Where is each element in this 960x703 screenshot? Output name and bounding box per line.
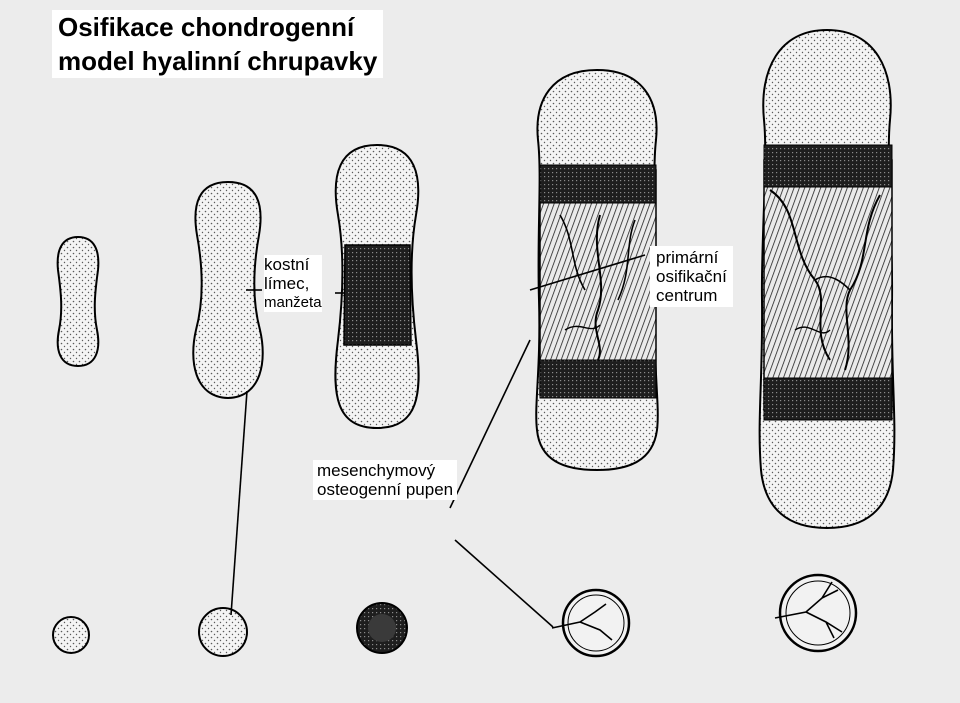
cartilage-model-with-bone-collar [334,143,420,430]
label-primary-centre: primární osifikační centrum [650,246,733,307]
cartilage-model-stage-1 [56,235,100,368]
label-bone-collar: kostní límec, manžeta [264,255,322,312]
label-primary-centre-line-2: osifikační [656,267,727,286]
advanced-ossification-stage [758,28,896,530]
cross-section-bone-collar [356,602,408,654]
label-primary-centre-line-1: primární [656,248,719,267]
diagram-title: Osifikace chondrogenní model hyalinní ch… [52,10,384,78]
cross-section-advanced [774,573,858,653]
label-mesenchymal-bud: mesenchymový osteogenní pupen [313,460,458,500]
cross-section-stage-2 [198,607,248,657]
title-line-2: model hyalinní chrupavky [58,46,378,76]
cross-section-stage-1 [52,616,90,654]
label-mesenchymal-bud-line-1: mesenchymový [317,461,436,480]
title-line-1: Osifikace chondrogenní [58,12,355,42]
cartilage-model-stage-2 [192,180,264,400]
primary-ossification-stage [535,68,659,472]
label-bone-collar-line-2: límec, [264,274,310,293]
label-bone-collar-line-1: kostní [264,255,310,274]
label-mesenchymal-bud-line-2: osteogenní pupen [317,480,454,499]
cross-section-primary-centre [551,588,631,658]
leader-lines [230,254,646,628]
label-bone-collar-line-3: manžeta [264,294,322,311]
label-primary-centre-line-3: centrum [656,286,718,305]
